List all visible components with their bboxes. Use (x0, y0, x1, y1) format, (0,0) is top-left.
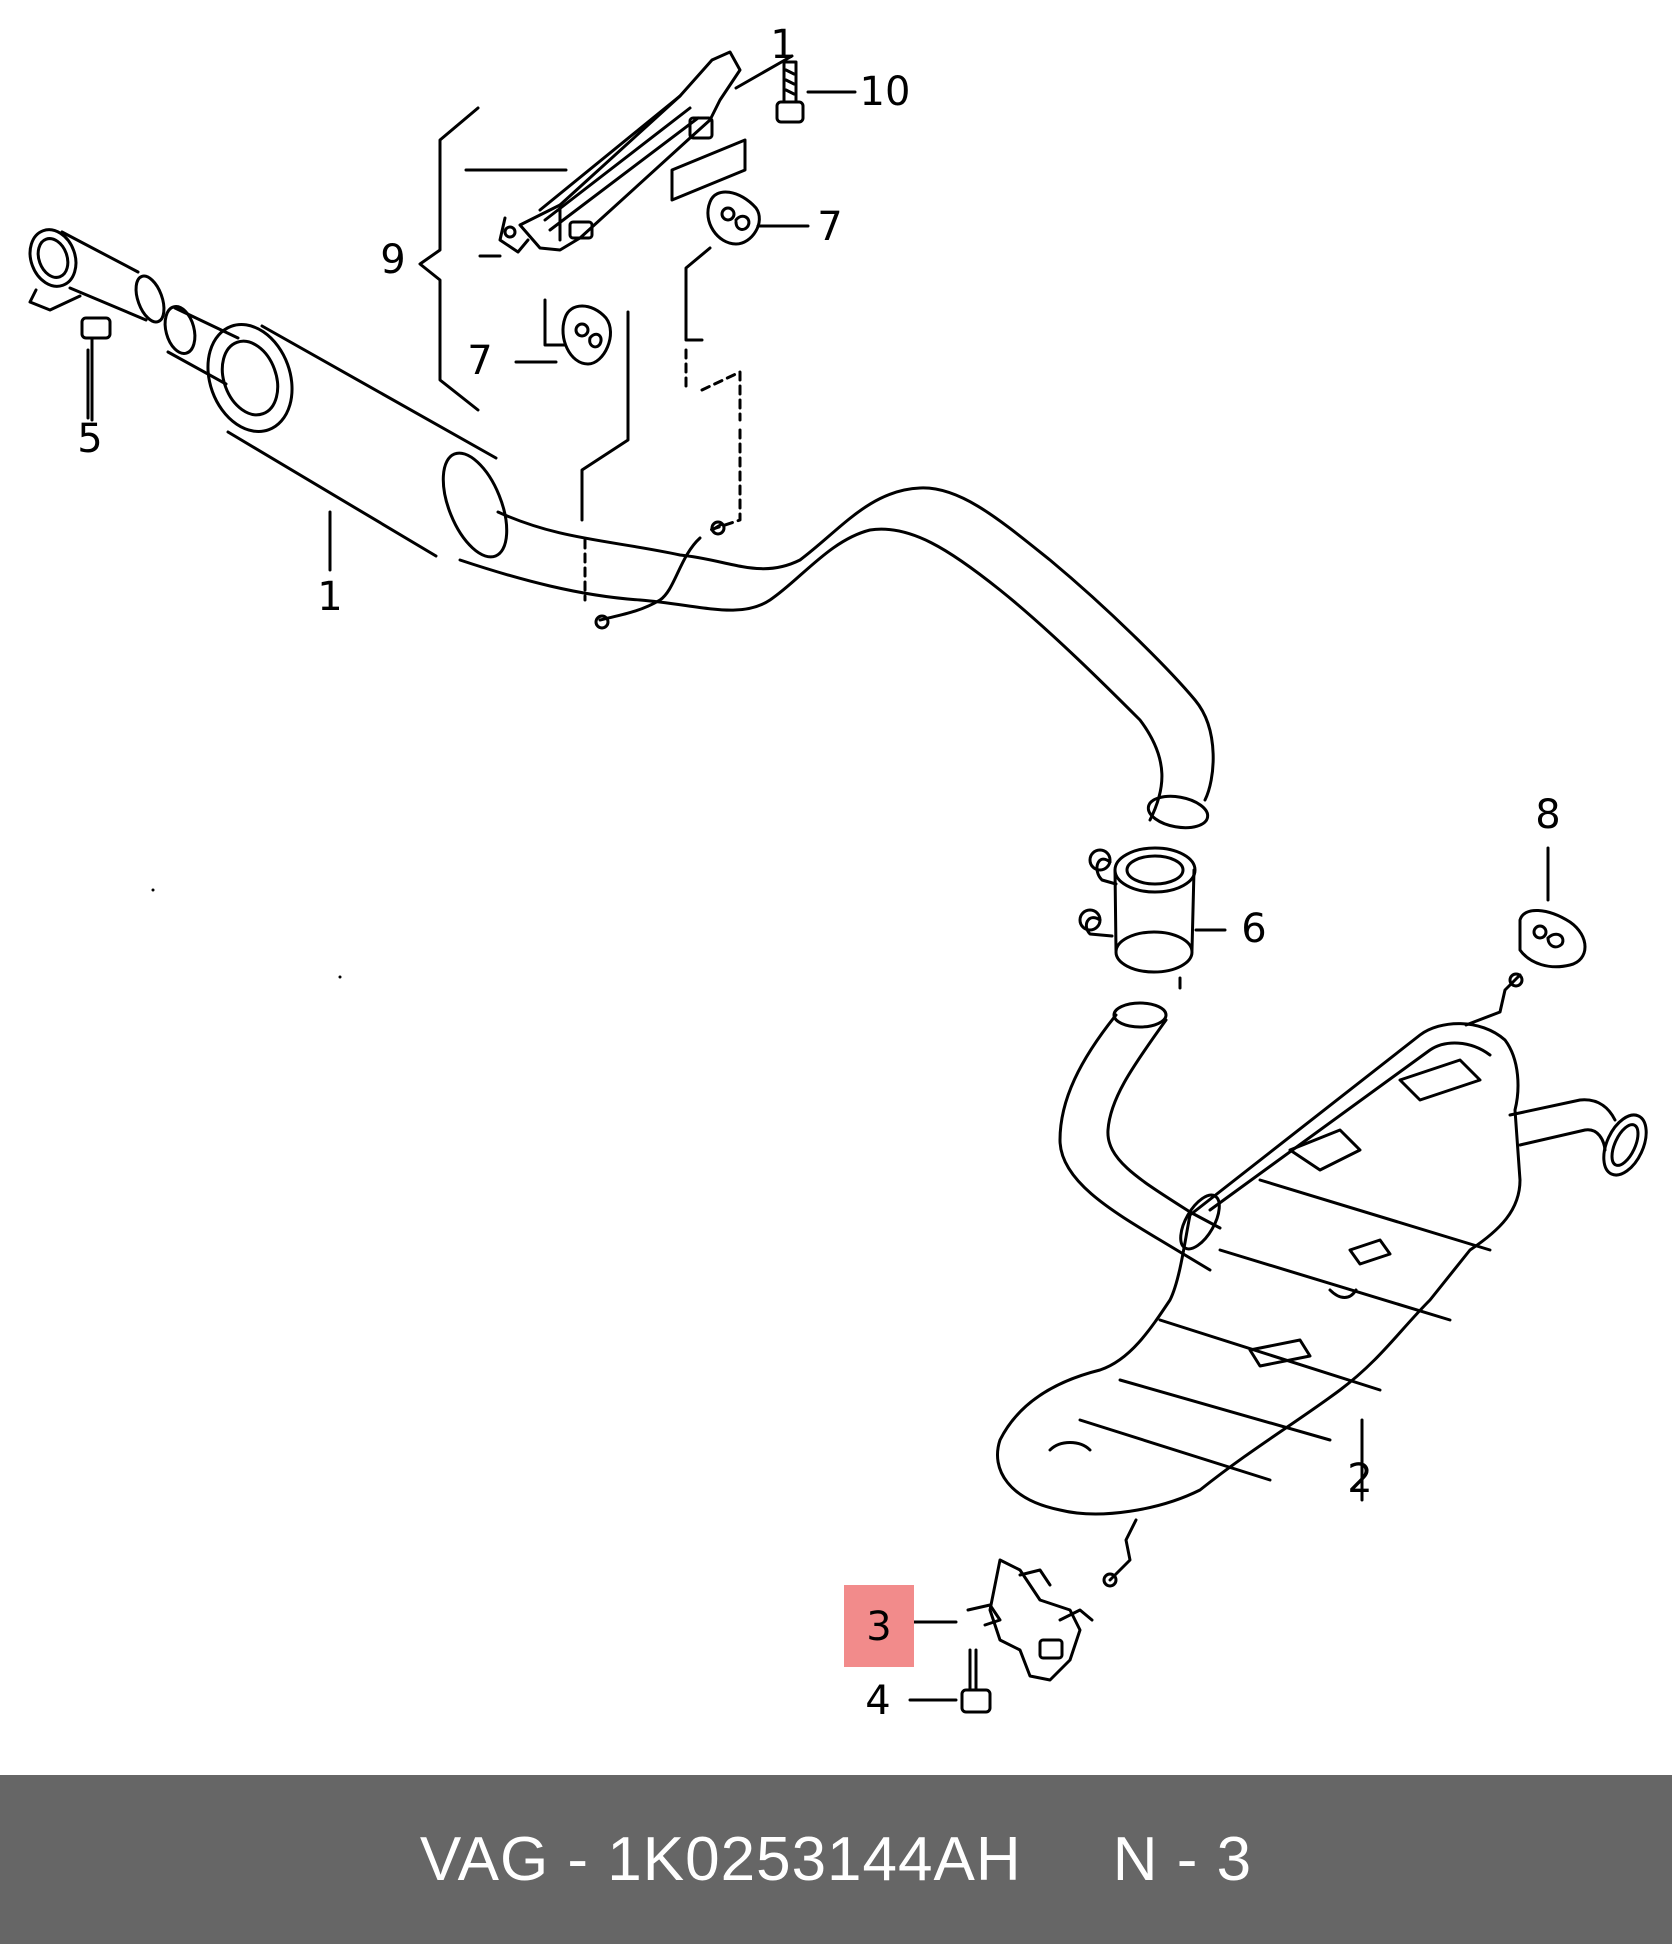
callout-4: 4 (865, 1678, 890, 1724)
part-number: 1K0253144AH (607, 1825, 1022, 1894)
rubber-mount-rear (1518, 846, 1587, 969)
rear-muffler (996, 972, 1648, 1588)
exhaust-system-diagram: 1 10 9 7 7 5 1 8 6 2 3 4 (28, 22, 1648, 1724)
rear-inlet-pipe (1058, 1013, 1222, 1272)
hanger-bracket (418, 50, 857, 412)
callout-2: 2 (1347, 1456, 1372, 1502)
part-caption: VAG - 1K0253144AH N - 3 (420, 1824, 1252, 1895)
highlight-box-3 (844, 1585, 914, 1667)
connecting-pipe (458, 486, 1215, 830)
front-muffler (163, 305, 509, 572)
callout-3: 3 (866, 1604, 891, 1650)
brand-label: VAG (419, 1825, 550, 1894)
callout-5: 5 (77, 416, 102, 462)
caption-gap (1022, 1825, 1113, 1894)
callout-10: 10 (860, 69, 911, 115)
callout-6: 6 (1241, 906, 1266, 952)
rear-bracket-and-bolt (902, 1558, 1094, 1714)
callout-7-left: 7 (467, 338, 492, 384)
caption-separator: - (549, 1825, 608, 1894)
callout-9: 9 (380, 237, 405, 283)
stray-dot (338, 975, 342, 979)
front-pipe-with-clamp (28, 228, 166, 422)
part-footer-bar: VAG - 1K0253144AH N - 3 (0, 1775, 1672, 1944)
rubber-mount-right (684, 190, 810, 532)
position-label: N - 3 (1112, 1825, 1253, 1894)
callout-labels: 1 10 9 7 7 5 1 8 6 2 3 4 (77, 22, 1560, 1724)
callout-7-right: 7 (817, 204, 842, 250)
stray-dot (151, 888, 155, 892)
callout-8: 8 (1535, 792, 1560, 838)
pipe-clamp (1078, 846, 1224, 1029)
callout-1-top: 1 (770, 22, 795, 68)
callout-1-muffler: 1 (317, 574, 342, 620)
rubber-mount-left (514, 298, 630, 602)
